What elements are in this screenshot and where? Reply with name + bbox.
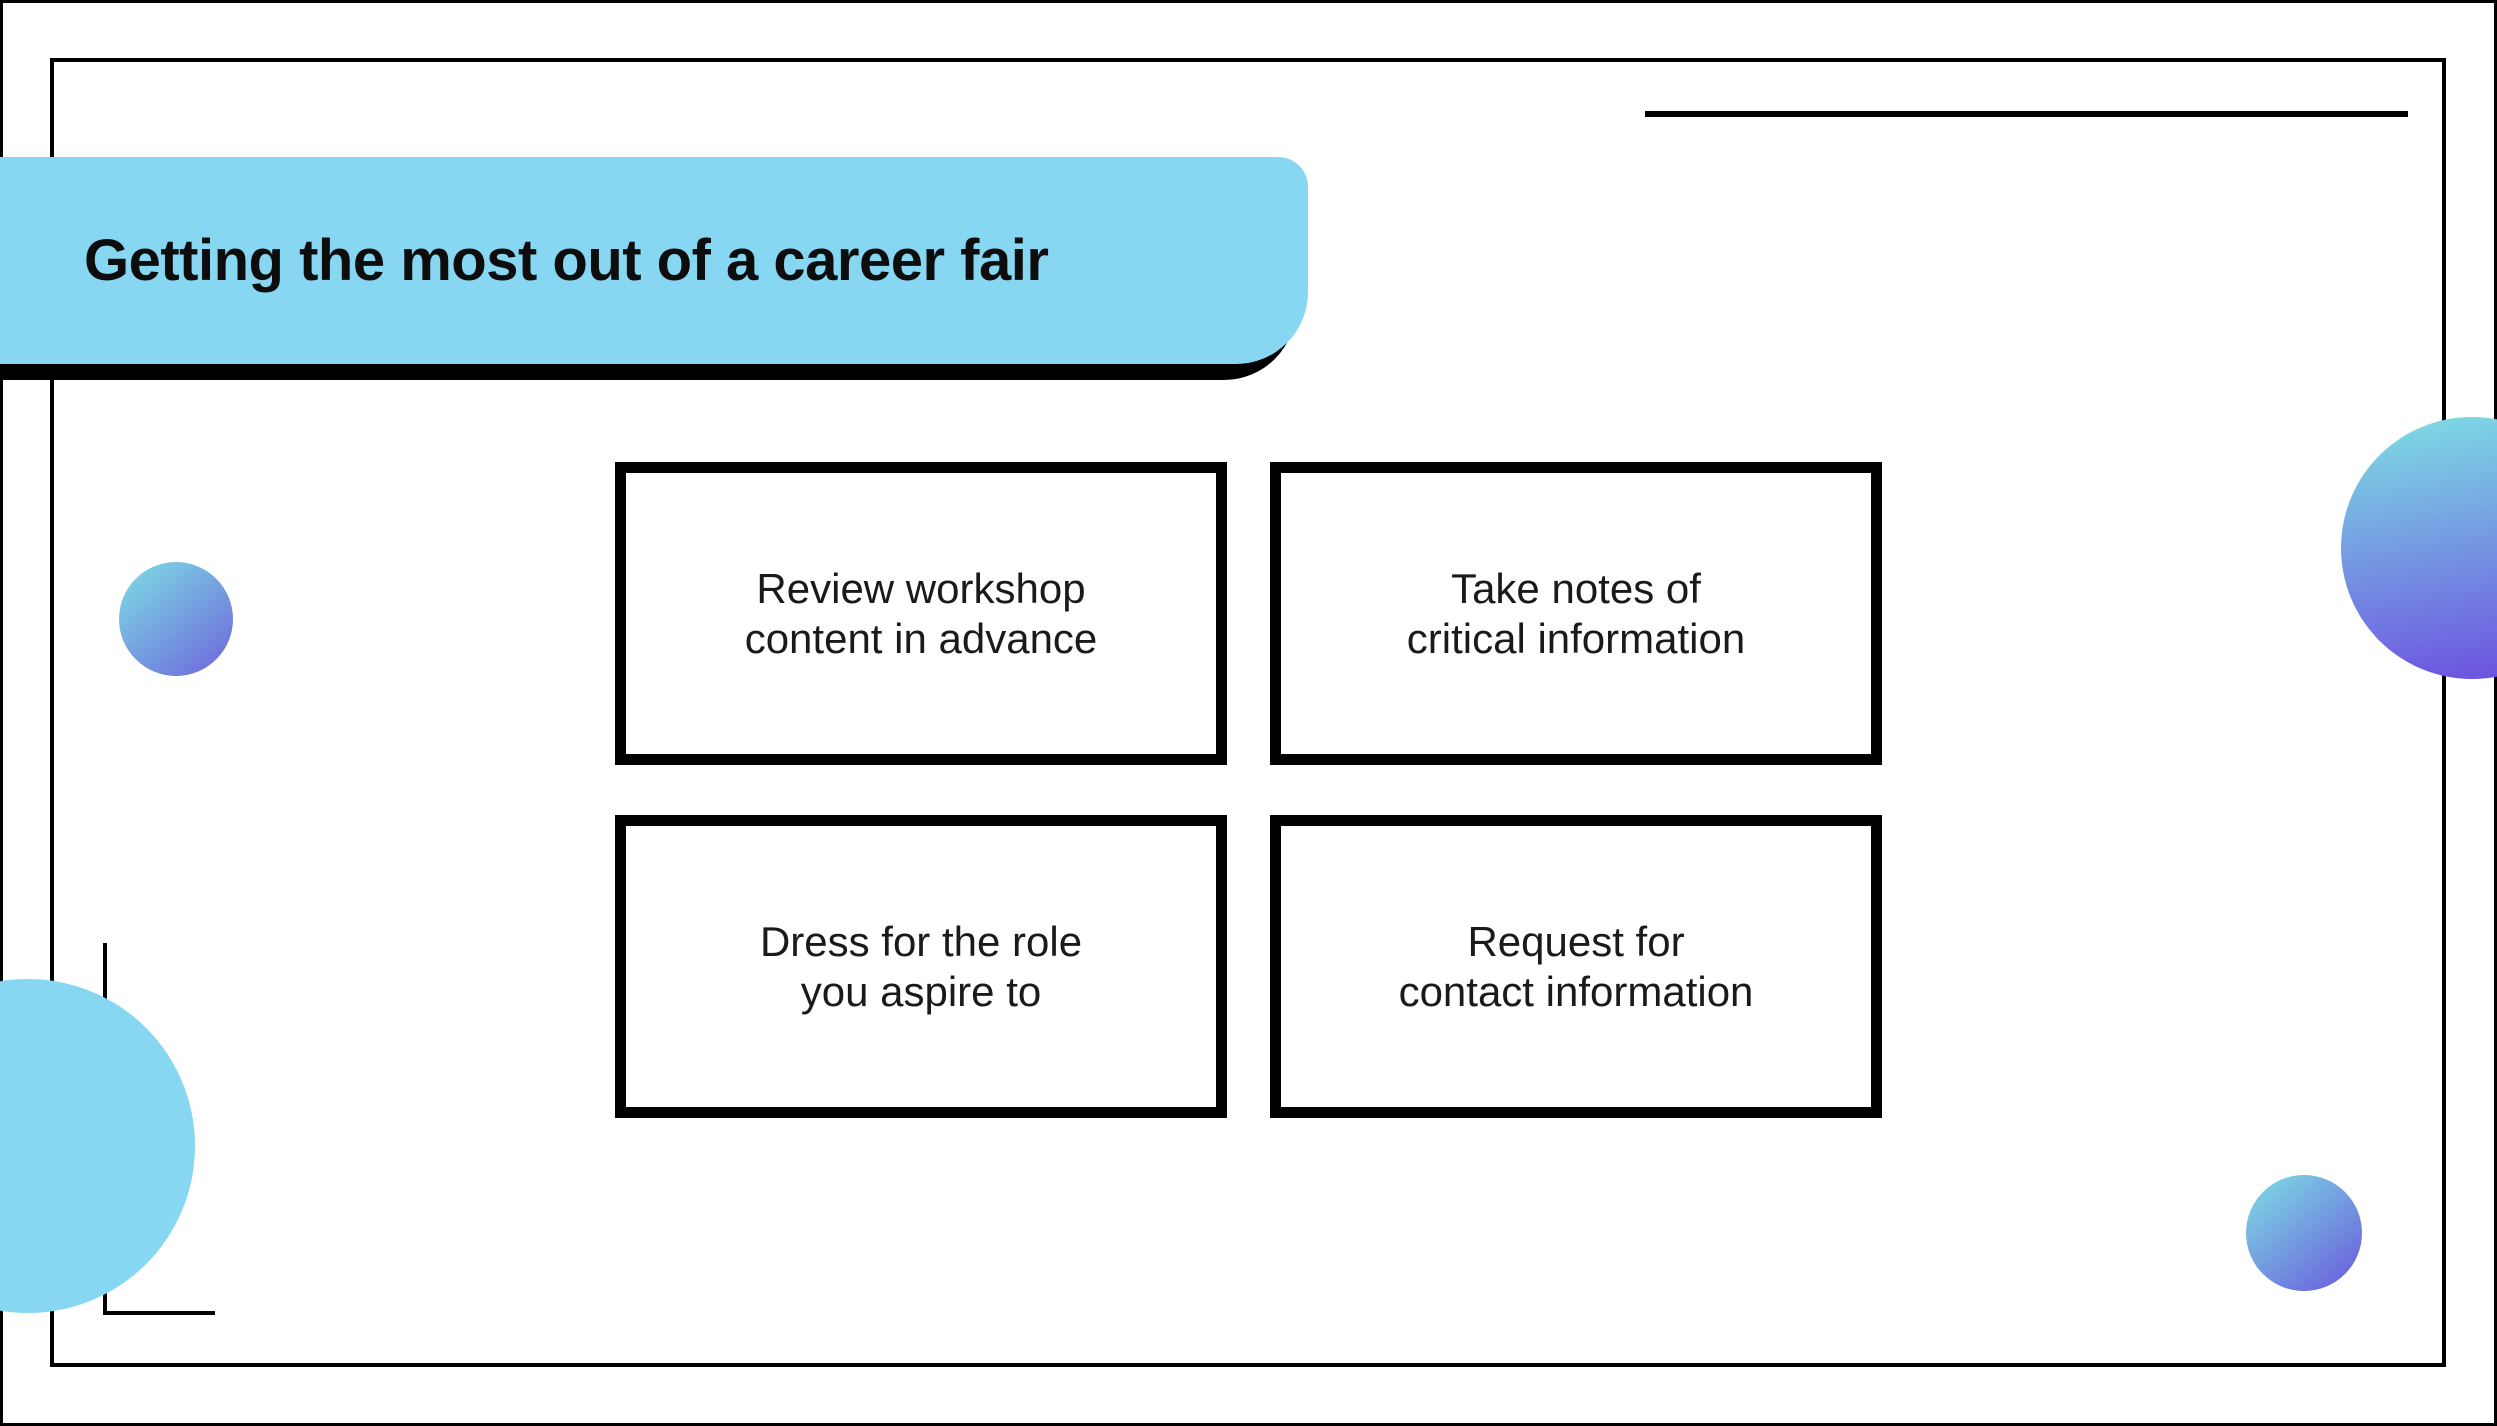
page-title: Getting the most out of a career fair xyxy=(84,228,1049,293)
card-label-line: contact information xyxy=(1398,967,1754,1015)
slide-border-frame xyxy=(50,58,2446,1367)
card-request-contact: Request for contact information xyxy=(1270,815,1882,1118)
corner-bracket-horizontal xyxy=(103,1311,215,1315)
card-label-line: critical information xyxy=(1406,614,1746,662)
card-review-workshop: Review workshop content in advance xyxy=(615,462,1227,765)
card-label-line: Dress for the role xyxy=(759,917,1083,965)
gradient-circle-left xyxy=(119,562,233,676)
card-label-line: Review workshop xyxy=(756,564,1086,612)
decorative-top-right-line xyxy=(1645,111,2408,117)
card-label-line: Take notes of xyxy=(1451,564,1701,612)
card-dress-for-role: Dress for the role you aspire to xyxy=(615,815,1227,1118)
card-label-line: Request for xyxy=(1467,917,1685,965)
card-label-line: you aspire to xyxy=(800,967,1042,1015)
gradient-circle-bottom-right xyxy=(2246,1175,2362,1291)
title-banner: Getting the most out of a career fair xyxy=(0,157,1308,364)
card-take-notes: Take notes of critical information xyxy=(1270,462,1882,765)
card-label-line: content in advance xyxy=(744,614,1098,662)
